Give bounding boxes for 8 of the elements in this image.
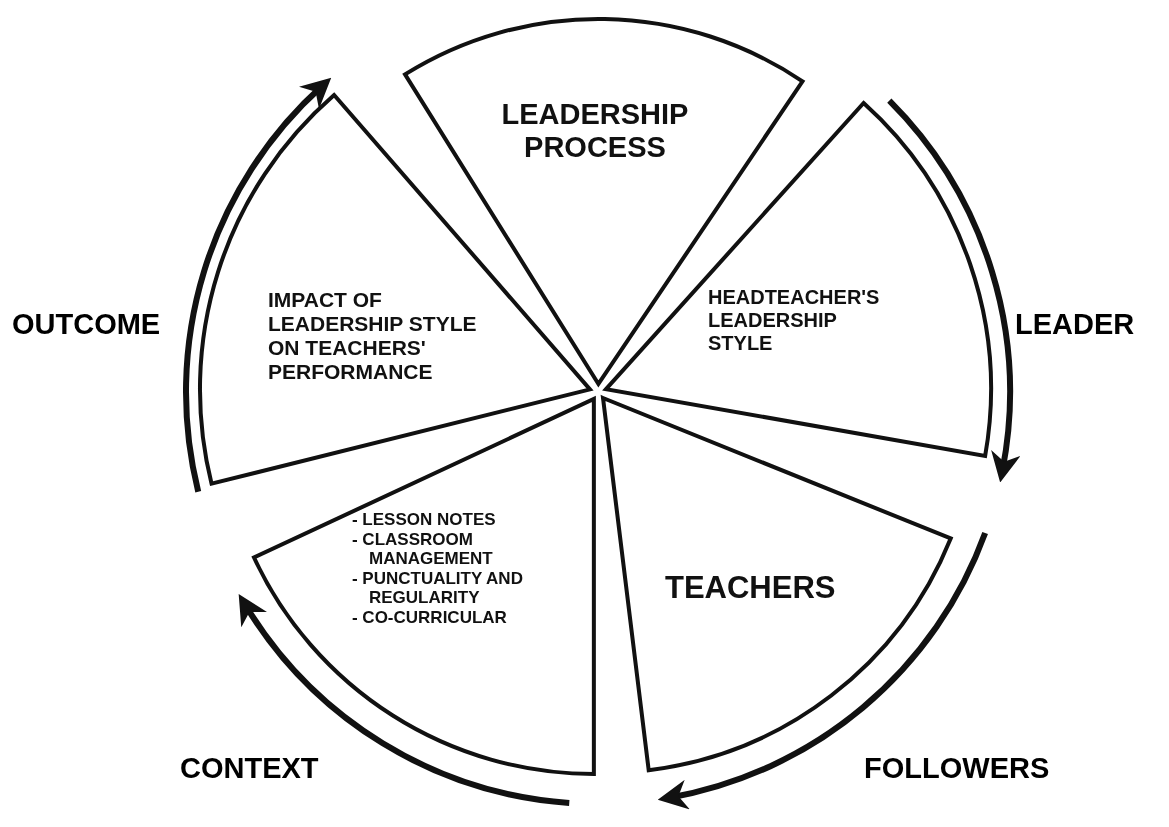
list-item: - CO-CURRICULAR: [352, 607, 508, 628]
sector-label: IMPACT OF LEADERSHIP STYLE ON TEACHERS' PERFORMANCE: [268, 288, 478, 385]
sector-label: LEADERSHIP PROCESS: [500, 98, 690, 165]
list-item: - LESSON NOTES: [352, 510, 497, 530]
list-item: - CLASSROOM MANAGEMENT: [352, 529, 494, 569]
list-item: - PUNCTUALITY AND REGULARITY: [352, 568, 524, 608]
sector-label: TEACHERS: [665, 570, 837, 606]
sector-label: HEADTEACHER'S LEADERSHIP STYLE: [708, 286, 881, 355]
